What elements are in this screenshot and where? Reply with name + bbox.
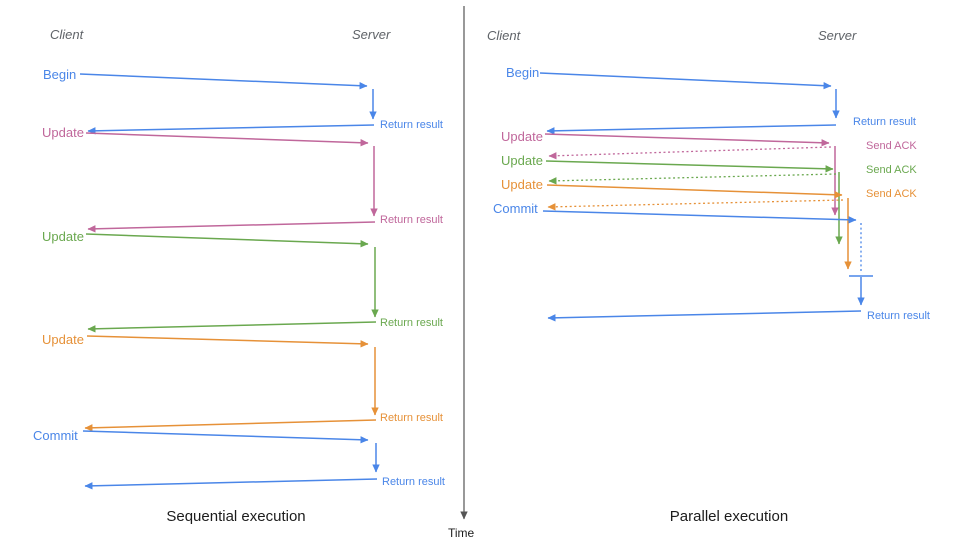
sequential-server-header: Server bbox=[352, 27, 391, 42]
sequential-client-header: Client bbox=[50, 27, 85, 42]
sequential-update1-request bbox=[85, 132, 369, 147]
parallel-update3-ack bbox=[547, 199, 844, 211]
sequential-return-result-label: Return result bbox=[380, 214, 443, 226]
sequential-update3-request bbox=[86, 335, 369, 348]
sequential-commit-request bbox=[82, 430, 369, 444]
parallel-send-ack-label: Send ACK bbox=[866, 140, 917, 152]
parallel-begin-return bbox=[546, 124, 837, 135]
sequential-update2-return bbox=[87, 321, 377, 333]
parallel-update1-label: Update bbox=[501, 129, 543, 144]
parallel-server-header: Server bbox=[818, 28, 857, 43]
sequential-update2-label: Update bbox=[42, 229, 84, 244]
sequential-return-result-label: Return result bbox=[380, 412, 443, 424]
sequential-return-result-label: Return result bbox=[380, 317, 443, 329]
sequential-update1-return bbox=[87, 221, 376, 233]
sequential-return-result-label: Return result bbox=[380, 119, 443, 131]
sequential-update1-label: Update bbox=[42, 125, 84, 140]
time-axis: Time bbox=[448, 6, 475, 540]
time-axis-label: Time bbox=[448, 526, 475, 540]
parallel-update3-label: Update bbox=[501, 177, 543, 192]
parallel-commit-request bbox=[542, 210, 857, 224]
parallel-commit-label: Commit bbox=[493, 201, 538, 216]
parallel-return-result-label: Return result bbox=[853, 116, 916, 128]
parallel-send-ack-label: Send ACK bbox=[866, 188, 917, 200]
sequential-return-result-label: Return result bbox=[382, 476, 445, 488]
sequential-begin-label: Begin bbox=[43, 67, 76, 82]
sequential-commit-return bbox=[84, 478, 378, 490]
parallel-client-header: Client bbox=[487, 28, 522, 43]
sequential-begin-request bbox=[79, 73, 368, 90]
parallel-begin-request bbox=[539, 72, 832, 90]
parallel-update2-request bbox=[545, 160, 834, 173]
parallel-update2-ack bbox=[548, 173, 837, 185]
parallel-return-result-label: Return result bbox=[867, 310, 930, 322]
parallel-commit-return bbox=[547, 310, 862, 322]
sequential-begin-return bbox=[87, 124, 375, 135]
sequential-update3-return bbox=[84, 419, 377, 432]
parallel-update2-label: Update bbox=[501, 153, 543, 168]
parallel-send-ack-label: Send ACK bbox=[866, 164, 917, 176]
sequential-commit-label: Commit bbox=[33, 428, 78, 443]
parallel-update3-request bbox=[546, 184, 843, 199]
parallel-update1-ack bbox=[548, 146, 832, 160]
parallel-update1-request bbox=[544, 133, 830, 147]
parallel-begin-label: Begin bbox=[506, 65, 539, 80]
sequential-update2-request bbox=[85, 233, 369, 248]
sequential-panel-caption: Sequential execution bbox=[166, 508, 305, 525]
sequential-update3-label: Update bbox=[42, 332, 84, 347]
parallel-panel-caption: Parallel execution bbox=[670, 508, 788, 525]
